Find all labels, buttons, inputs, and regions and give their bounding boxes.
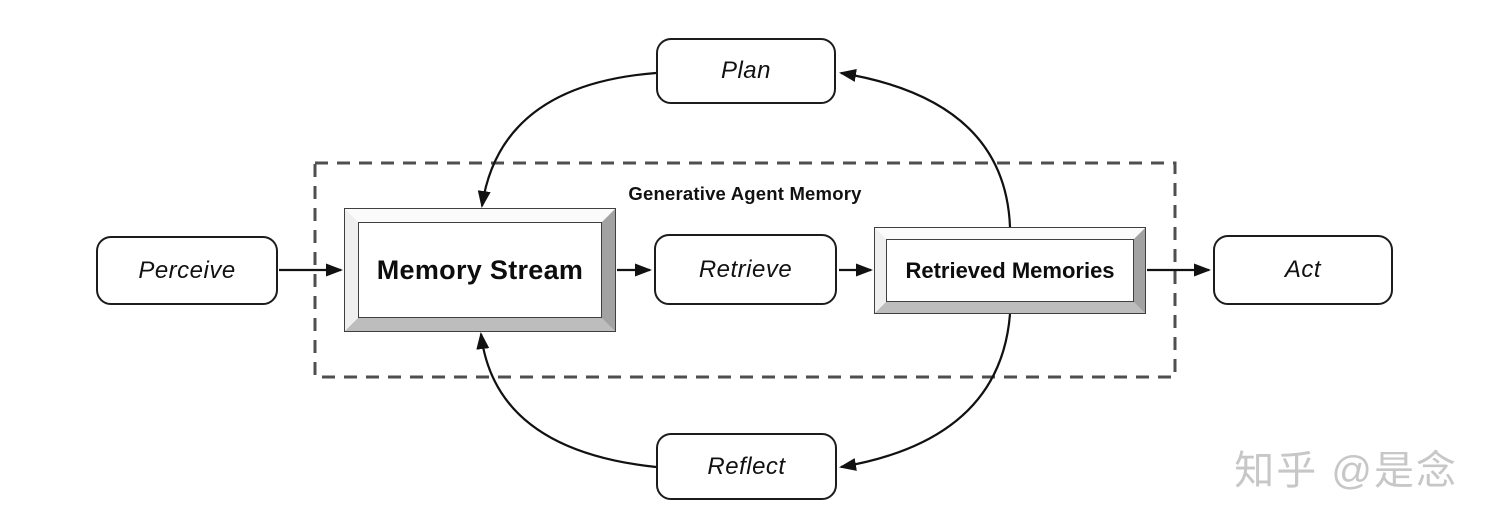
node-retrieve: Retrieve xyxy=(654,234,837,305)
arrow-reflect-to-memory-stream xyxy=(476,332,657,469)
node-retrieve-label: Retrieve xyxy=(698,255,793,283)
node-perceive: Perceive xyxy=(96,236,278,305)
node-reflect-label: Reflect xyxy=(707,452,786,480)
arrow-retrieved-memories-to-reflect xyxy=(839,313,1012,471)
arrow-retrieved-memories-to-plan xyxy=(839,69,1012,228)
node-memory-stream: Memory Stream xyxy=(345,209,615,331)
node-plan: Plan xyxy=(656,38,836,104)
node-plan-label: Plan xyxy=(720,57,772,84)
node-act-label: Act xyxy=(1284,256,1322,283)
node-act: Act xyxy=(1213,235,1393,305)
watermark-zhihu: 知乎 @是念 xyxy=(1234,449,1458,493)
node-reflect: Reflect xyxy=(656,433,837,500)
node-memory-stream-label: Memory Stream xyxy=(376,254,584,285)
arrow-plan-to-memory-stream xyxy=(477,71,657,208)
dashed-group-border xyxy=(313,161,1177,379)
node-perceive-label: Perceive xyxy=(138,256,236,284)
node-retrieved-memories: Retrieved Memories xyxy=(875,228,1145,313)
node-retrieved-memories-label: Retrieved Memories xyxy=(905,257,1115,283)
group-title-generative-agent-memory: Generative Agent Memory xyxy=(628,183,862,204)
